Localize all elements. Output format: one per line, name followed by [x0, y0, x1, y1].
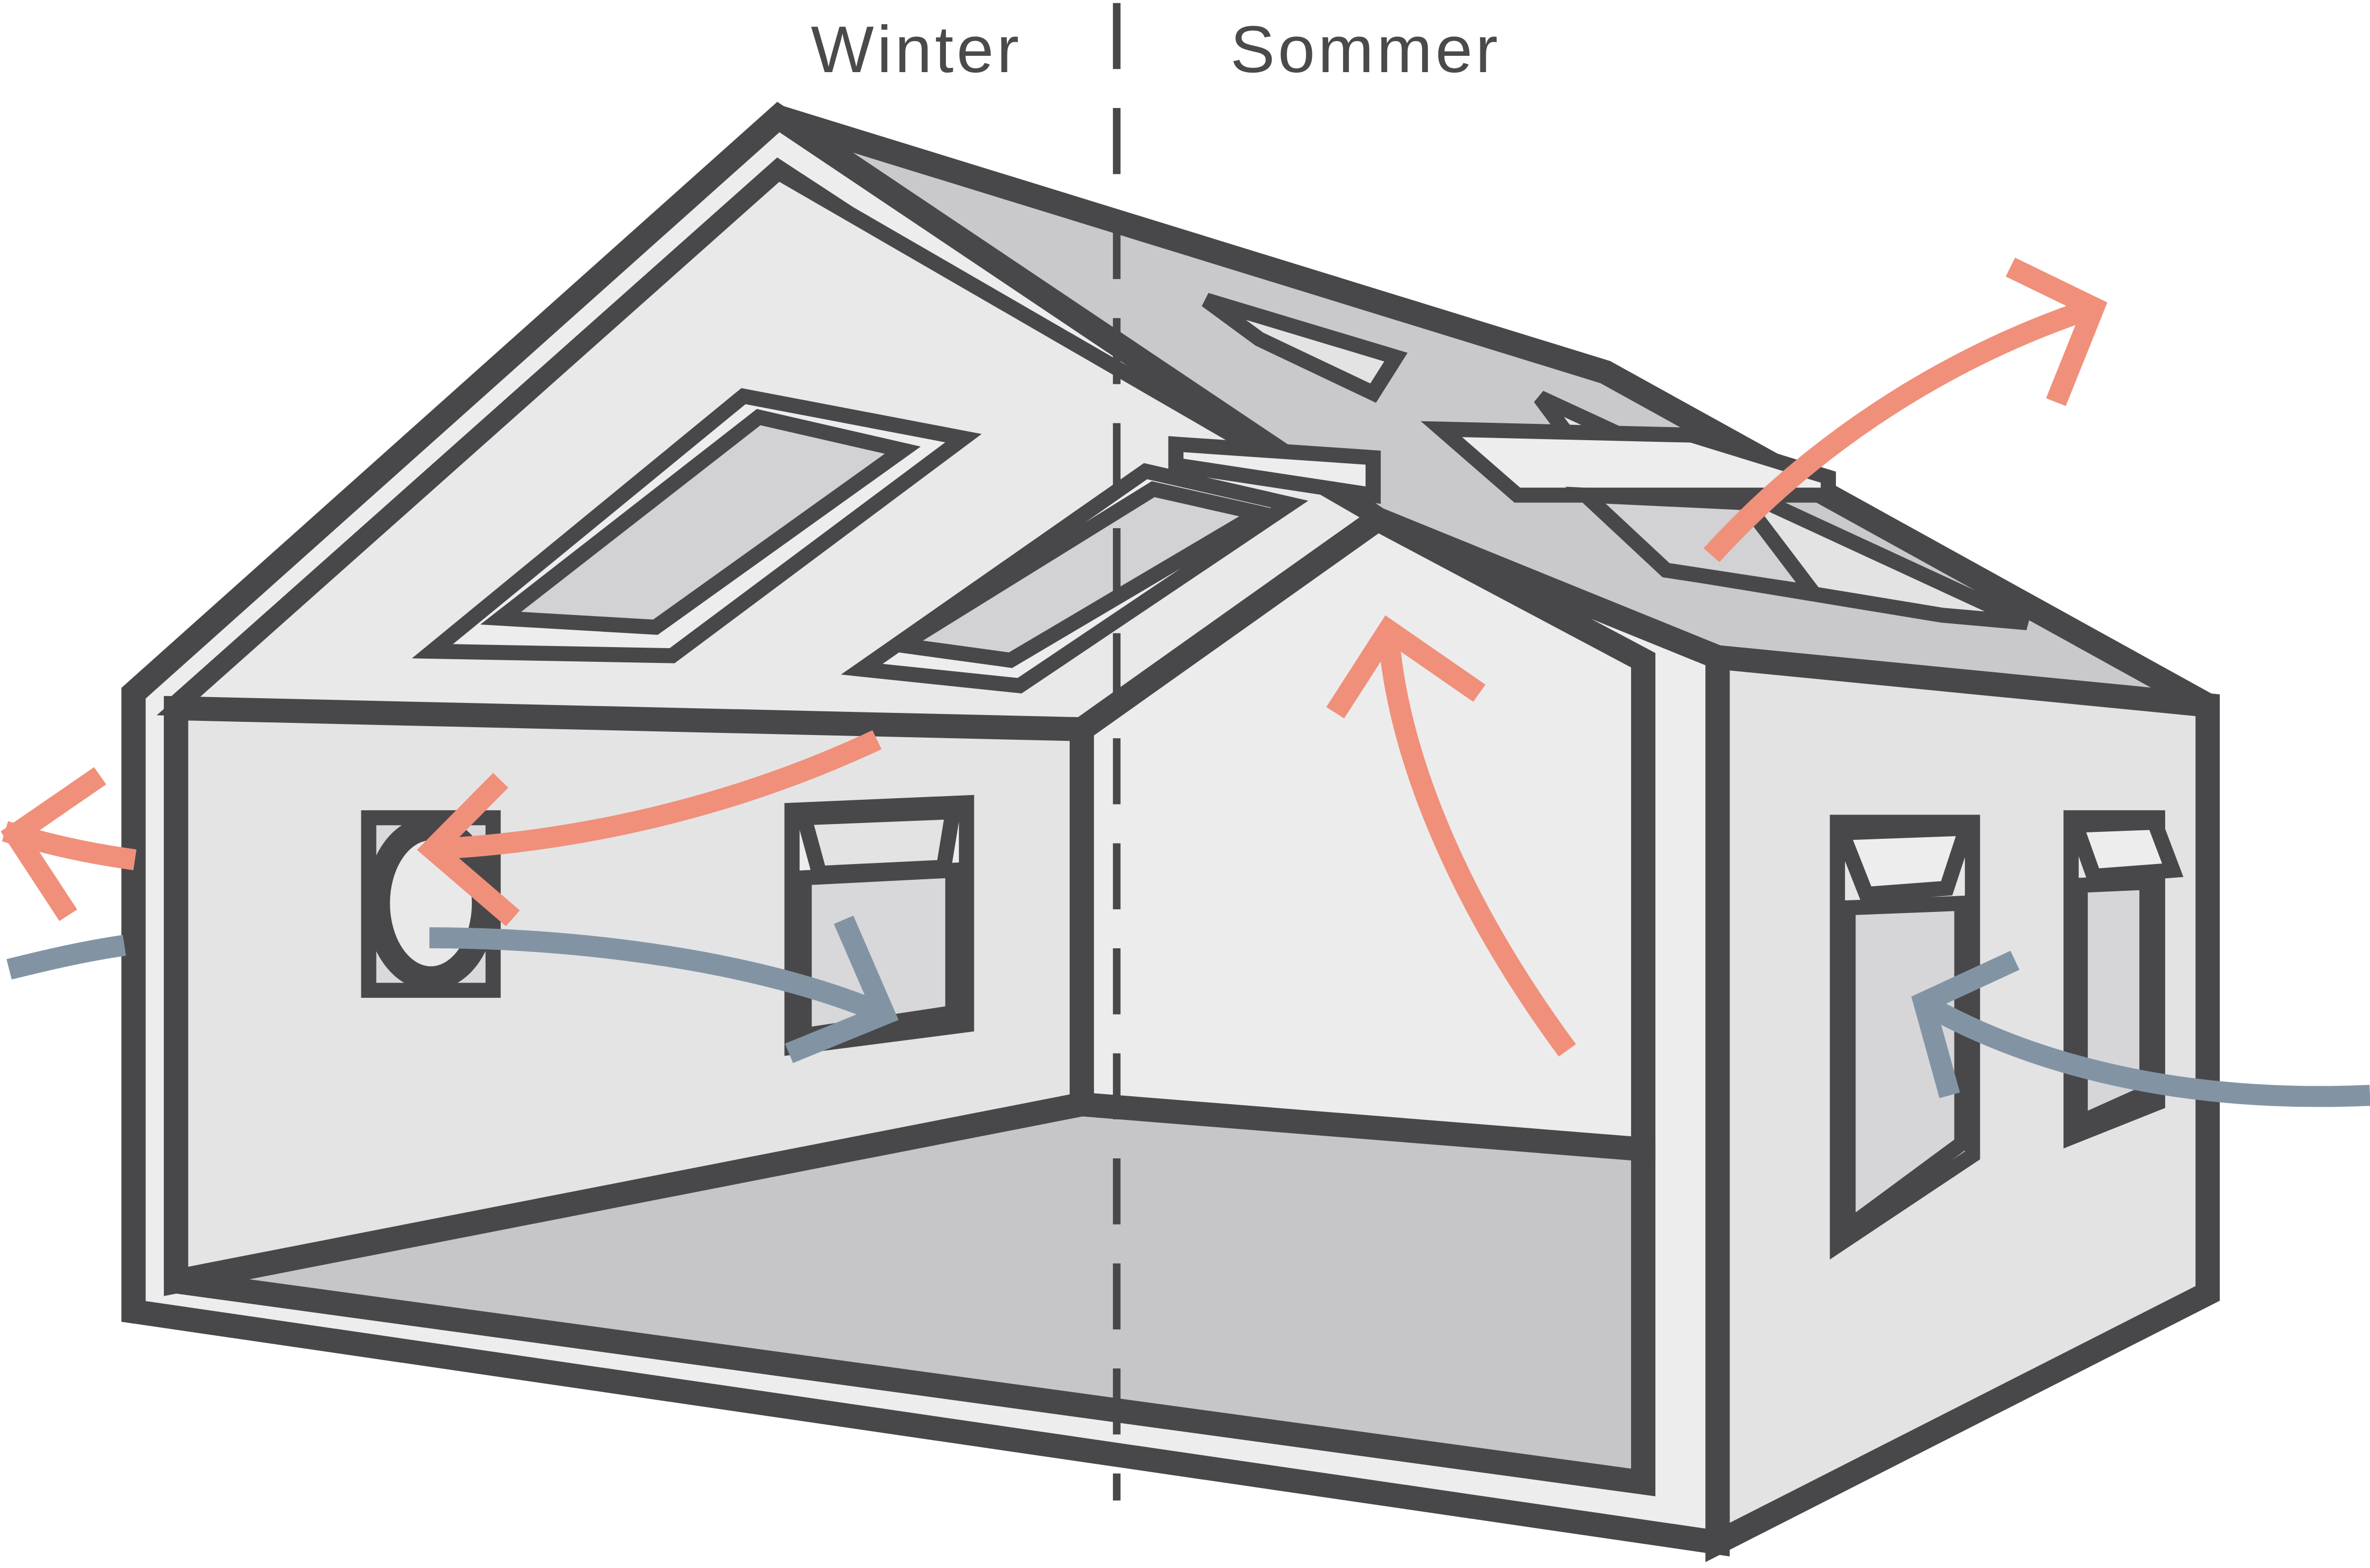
roof-window-right-sash: [1420, 421, 1836, 503]
winter-label: Winter: [811, 12, 1022, 86]
arrow-cool-from-vent-head: [785, 916, 899, 1063]
arrow-cool-enter-side-head: [1911, 950, 2020, 1098]
roof-window-open-sash: [1168, 436, 1381, 504]
arrow-warm-rising: [1377, 629, 1576, 1057]
roof-window-middle-glass: [880, 481, 1280, 668]
roof-window-open-summer: [1201, 293, 1408, 403]
summer-label: Sommer: [1230, 12, 1500, 86]
arrow-cool-enter-side: [1921, 996, 2370, 1107]
side-window-2-sash: [2065, 815, 2184, 885]
arrow-warm-into-vent-head: [417, 772, 520, 927]
arrow-cool-from-vent: [429, 927, 889, 1024]
side-window-1-glass: [1840, 895, 1970, 1243]
side-window-1-sash: [1831, 820, 1977, 902]
arrow-warm-exit-roof-head: [2006, 257, 2108, 406]
arrow-warm-exit-roof: [1703, 297, 2098, 562]
section-cut-inner-edge: [164, 505, 1656, 1496]
arrow-warm-exit-left-head: [1, 767, 106, 921]
roof-window-left-glass: [480, 409, 921, 635]
arrow-warm-into-vent: [432, 730, 882, 860]
interior-window-top-sash: [794, 803, 962, 881]
arrow-cool-enter-left: [6, 935, 126, 980]
arrow-warm-rising-head: [1326, 615, 1486, 719]
